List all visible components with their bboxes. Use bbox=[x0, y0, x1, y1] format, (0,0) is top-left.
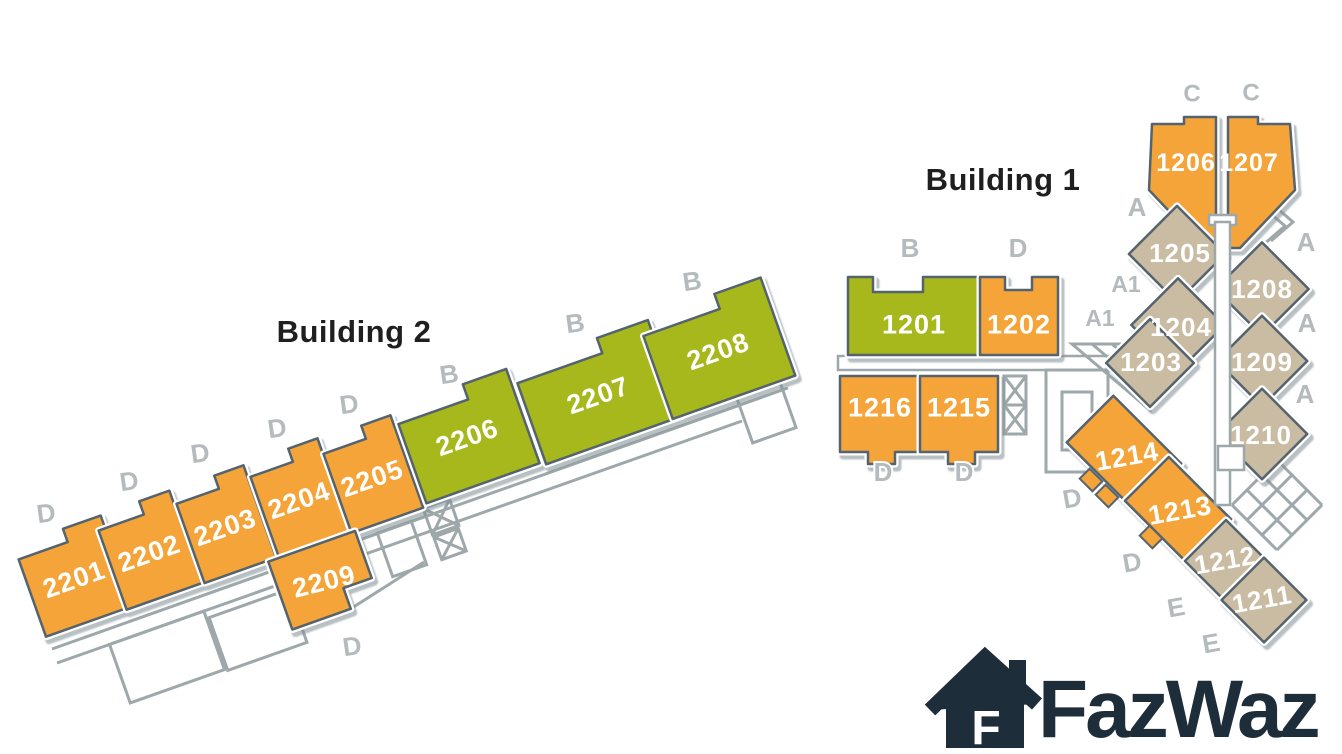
unit-type-label: D bbox=[189, 437, 212, 469]
unit-type-label: B bbox=[438, 358, 461, 390]
unit-type-label: D bbox=[118, 465, 141, 497]
unit-shape bbox=[978, 275, 1060, 357]
logo-text: FazWaz bbox=[1038, 664, 1319, 754]
stairs-icon bbox=[421, 497, 461, 537]
unit-type-label: E bbox=[1165, 591, 1187, 624]
unit-number-1207: 1207 bbox=[1219, 149, 1279, 177]
unit-edge-tabs bbox=[1078, 467, 1164, 550]
unit-shape bbox=[1220, 556, 1308, 644]
unit-1203[interactable] bbox=[1102, 315, 1198, 411]
unit-shape bbox=[397, 367, 541, 505]
unit-type-label: B bbox=[681, 265, 704, 297]
unit-shape bbox=[175, 464, 278, 585]
corridor-spine bbox=[1207, 213, 1246, 507]
unit-number-1208: 1208 bbox=[1231, 274, 1293, 304]
unit-type-label: D bbox=[1009, 233, 1028, 263]
unit-shape bbox=[642, 276, 797, 421]
unit-type-label: D bbox=[955, 457, 974, 487]
svg-text:F: F bbox=[971, 702, 1000, 754]
unit-2209[interactable] bbox=[264, 527, 379, 634]
unit-type-label: A bbox=[1296, 379, 1315, 409]
unit-type-label: C bbox=[1183, 80, 1200, 107]
unit-2202[interactable] bbox=[94, 487, 206, 614]
unit-type-label: A bbox=[1128, 192, 1147, 222]
unit-type-label: B bbox=[901, 233, 920, 263]
unit-shape bbox=[516, 318, 684, 466]
unit-number-1202: 1202 bbox=[987, 309, 1051, 339]
unit-number-1206: 1206 bbox=[1156, 149, 1216, 177]
units-layer bbox=[15, 113, 1313, 646]
unit-shape bbox=[1147, 115, 1218, 250]
unit-1211[interactable] bbox=[1218, 554, 1310, 646]
unit-2208[interactable] bbox=[638, 274, 799, 423]
unit-1207[interactable] bbox=[1224, 113, 1299, 252]
unit-number-1204: 1204 bbox=[1150, 312, 1212, 342]
unit-type-label: D bbox=[1060, 482, 1084, 515]
unit-1202[interactable] bbox=[976, 273, 1062, 359]
unit-1201[interactable] bbox=[844, 273, 982, 359]
stairs-icon bbox=[1002, 374, 1028, 436]
unit-shape bbox=[1226, 115, 1297, 250]
unit-type-label: D bbox=[874, 457, 893, 487]
unit-number-1209: 1209 bbox=[1231, 347, 1293, 377]
unit-type-label: A bbox=[1297, 227, 1316, 257]
unit-type-label: A bbox=[1298, 308, 1317, 338]
unit-type-label: C bbox=[1242, 79, 1259, 106]
unit-shape bbox=[846, 275, 980, 357]
stairs-icon bbox=[431, 526, 469, 562]
unit-type-label: D bbox=[338, 388, 361, 420]
unit-2206[interactable] bbox=[393, 365, 544, 507]
unit-number-1216: 1216 bbox=[848, 392, 912, 422]
unit-1215[interactable] bbox=[916, 372, 1002, 468]
unit-shape bbox=[1104, 317, 1196, 409]
unit-2207[interactable] bbox=[512, 316, 686, 468]
unit-type-label: D bbox=[35, 497, 58, 529]
building-2-label: Building 2 bbox=[277, 314, 432, 349]
unit-shape bbox=[267, 529, 373, 631]
unit-shape bbox=[918, 374, 1000, 466]
unit-type-label: A1 bbox=[1111, 271, 1141, 297]
house-icon: F bbox=[924, 646, 1043, 754]
unit-number-1205: 1205 bbox=[1149, 238, 1211, 268]
unit-number-1215: 1215 bbox=[927, 392, 991, 422]
unit-1206[interactable] bbox=[1145, 113, 1220, 252]
unit-type-label: D bbox=[266, 412, 289, 444]
unit-type-label: E bbox=[1200, 627, 1222, 660]
unit-type-label: B bbox=[564, 307, 587, 339]
unit-type-label: A1 bbox=[1085, 305, 1115, 331]
unit-type-label: D bbox=[1120, 546, 1144, 579]
unit-number-1203: 1203 bbox=[1120, 347, 1182, 377]
fazwaz-logo: F FazWaz bbox=[924, 646, 1322, 754]
building-1-label: Building 1 bbox=[926, 162, 1081, 197]
grid-deck bbox=[1230, 458, 1324, 552]
unit-2203[interactable] bbox=[172, 461, 280, 587]
unit-type-label: D bbox=[341, 630, 364, 662]
unit-number-1201: 1201 bbox=[882, 309, 946, 339]
unit-number-1210: 1210 bbox=[1230, 420, 1292, 450]
unit-shape bbox=[97, 489, 204, 611]
